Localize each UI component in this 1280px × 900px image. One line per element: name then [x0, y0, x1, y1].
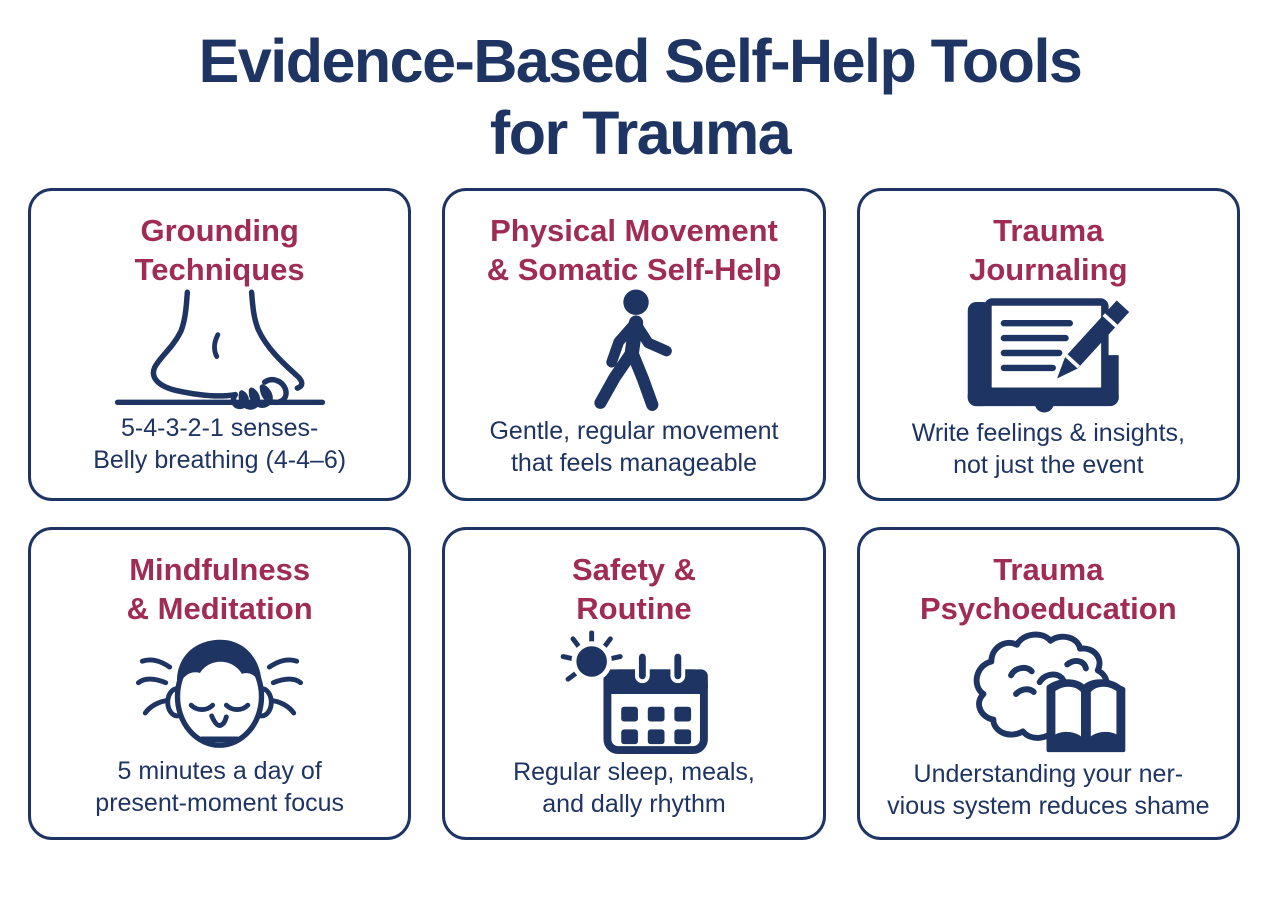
journal-pen-icon — [874, 289, 1223, 417]
card-description: 5 minutes a day of present-moment focus — [95, 757, 345, 818]
card-description: Regular sleep, meals, and dally rhythm — [513, 758, 755, 819]
card-trauma-psychoeducation: Trauma Psychoeducation Understanding you… — [856, 526, 1240, 840]
card-physical-movement: Physical Movement & Somatic Self-Help Ge… — [442, 187, 826, 501]
card-grounding-techniques: Grounding Techniques 5-4-3-2-1 senses- B… — [28, 187, 412, 501]
card-heading-wrap: Safety & Routine — [459, 550, 808, 628]
card-description: 5-4-3-2-1 senses- Belly breathing (4-4–6… — [93, 413, 347, 474]
card-heading: Trauma Journaling — [969, 212, 1128, 287]
foot-icon — [45, 289, 394, 412]
cards-grid: Grounding Techniques 5-4-3-2-1 senses- B… — [28, 187, 1240, 840]
card-description: Write feelings & insights, not just the … — [911, 419, 1185, 480]
card-heading: Mindfulness & Meditation — [126, 551, 313, 626]
card-heading: Physical Movement & Somatic Self-Help — [486, 212, 782, 287]
card-description: Gentle, regular movement that feels mana… — [489, 417, 779, 478]
card-trauma-journaling: Trauma Journaling W — [856, 187, 1240, 501]
card-mindfulness-meditation: Mindfulness & Meditation — [28, 526, 412, 840]
card-heading: Trauma Psychoeducation — [919, 551, 1177, 626]
card-safety-routine: Safety & Routine — [442, 526, 826, 840]
card-heading: Safety & Routine — [571, 551, 697, 626]
calendar-sun-icon — [459, 628, 808, 756]
card-heading: Grounding Techniques — [134, 212, 305, 287]
page-title: Evidence-Based Self-Help Tools for Traum… — [198, 27, 1083, 167]
brain-book-icon — [874, 628, 1223, 758]
walking-person-icon — [459, 289, 808, 415]
card-description: Understanding your ner- vious system red… — [887, 760, 1210, 821]
meditation-face-icon — [45, 628, 394, 755]
